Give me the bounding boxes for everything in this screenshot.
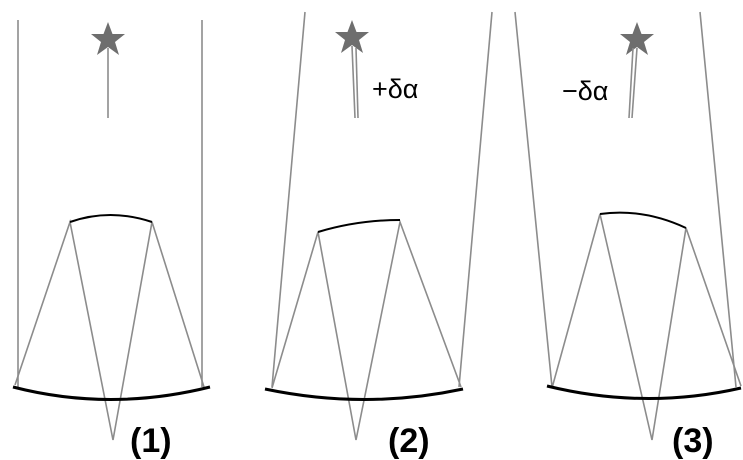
incoming-beam-right [458,11,493,388]
panel-3: −δα (3) [514,11,742,460]
panel-2: +δα (2) [264,11,493,460]
star-ray-offset [355,47,359,119]
primary-mirror [12,385,211,401]
reflected-rays [551,213,742,441]
reflected-rays [271,219,462,441]
star-icon [91,22,125,55]
incoming-beam-right [699,11,737,388]
star-ray [631,47,638,119]
star-ray [351,45,356,119]
tilt-annotation: −δα [562,76,608,106]
incoming-beam-left [514,11,553,388]
panel-1: (1) [12,20,211,460]
panel-label: (3) [672,422,714,460]
primary-mirror [546,384,742,401]
reflected-rays [14,218,205,441]
secondary-mirror [69,214,153,223]
panel-label: (1) [130,422,172,460]
incoming-beam-left [271,11,306,388]
star-icon [335,20,369,53]
primary-mirror [264,387,464,401]
star-icon [620,22,654,55]
secondary-mirror [599,211,687,229]
star-ray-offset [628,47,634,119]
secondary-mirror [317,219,401,233]
panel-label: (2) [388,422,430,460]
tilt-annotation: +δα [372,74,418,104]
